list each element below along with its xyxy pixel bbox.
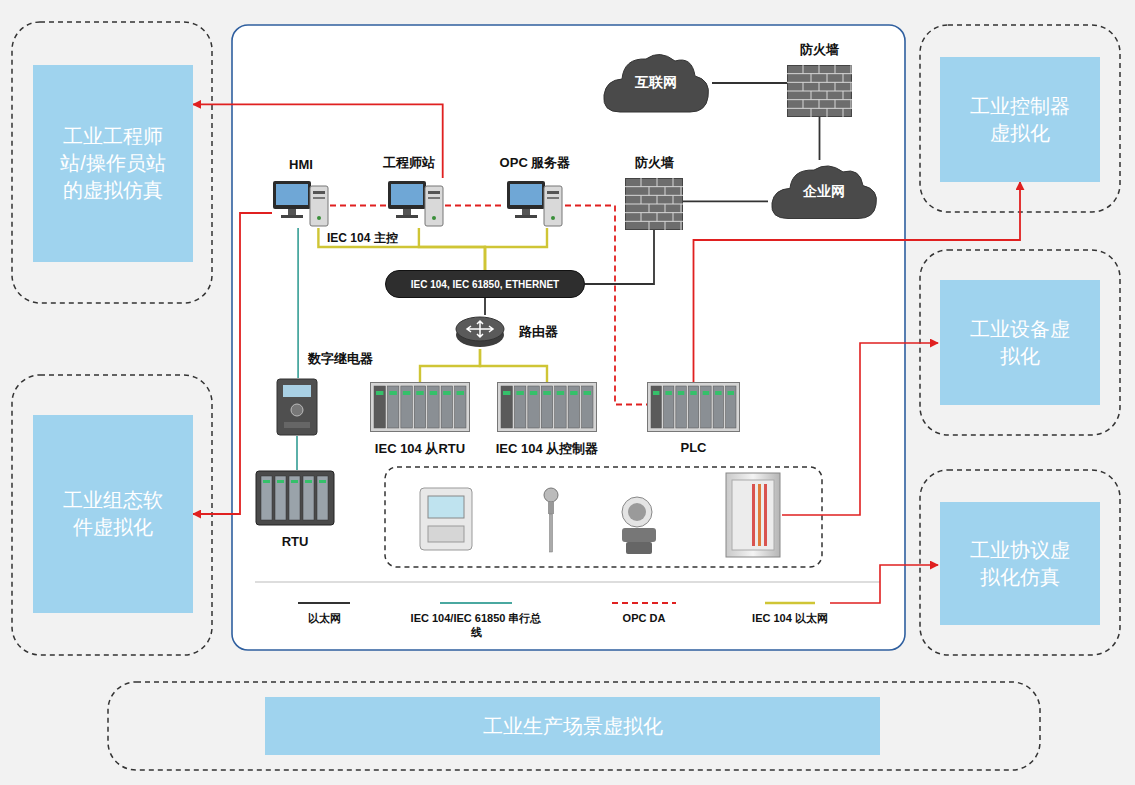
box-title: 工业协议虚拟化仿真 (962, 537, 1078, 591)
box-title: 工业控制器虚拟化 (962, 93, 1078, 147)
legend-sample (298, 602, 350, 604)
dashed-frame (12, 375, 212, 655)
virtualization-box: 工业组态软件虚拟化 (33, 415, 193, 613)
pressure-transmitter-icon (622, 497, 656, 554)
slave-rtu: IEC 104 从RTU (370, 382, 470, 432)
digital-relay: 数字继电器 (276, 378, 318, 436)
device-label: 防火墙 (800, 41, 839, 59)
virtualization-box: 工业控制器虚拟化 (940, 57, 1100, 182)
bus-role-label: IEC 104 主控 (327, 230, 398, 247)
network-panel (232, 25, 905, 650)
legend-text: IEC 104/IEC 61850 串行总线 (406, 612, 546, 640)
firewall-icon (625, 178, 683, 230)
device-label: OPC 服务器 (500, 154, 571, 172)
legend-text: OPC DA (599, 612, 689, 626)
router: 路由器 (455, 315, 505, 349)
relay-icon (276, 378, 318, 436)
network-link (330, 205, 387, 207)
rack-icon (647, 382, 740, 432)
legend-sample (765, 602, 815, 604)
rack-icon (497, 382, 597, 432)
dashed-frame (12, 22, 212, 303)
device-virtualization-arrow (782, 343, 938, 515)
virtualization-arrow (193, 104, 443, 178)
legend-text: IEC 104 以太网 (735, 612, 845, 626)
dashed-frame (920, 25, 1120, 212)
rack-icon (370, 382, 470, 432)
network-link (297, 228, 299, 378)
virtualization-arrow (193, 213, 272, 514)
rtu: RTU (255, 470, 335, 526)
firewall-icon (787, 65, 852, 117)
opc-server: OPC 服务器 (505, 178, 565, 228)
cloud-label: 互联网 (635, 74, 677, 92)
network-link (419, 228, 485, 270)
legend-sample (440, 602, 512, 604)
device-label: 数字继电器 (308, 350, 373, 368)
hmi-station: HMI (272, 178, 330, 228)
network-bus: IEC 104, IEC 61850, ETHERNET (385, 270, 585, 298)
field-device-group (385, 467, 822, 567)
network-link (484, 298, 486, 315)
dashed-frame (920, 470, 1120, 655)
legend-text: 以太网 (284, 612, 364, 626)
virtualization-box: 工业协议虚拟化仿真 (940, 502, 1100, 625)
rtu-icon (255, 470, 335, 526)
enterprise-network-cloud: 企业网 (768, 160, 880, 224)
box-title: 工业生产场景虚拟化 (483, 713, 663, 740)
device-label: 防火墙 (635, 154, 674, 172)
plc: PLC (647, 382, 740, 432)
network-link (296, 436, 298, 470)
box-title: 工业设备虚拟化 (962, 316, 1078, 370)
network-link (585, 230, 654, 284)
dashed-frame (920, 250, 1120, 435)
computer-icon (272, 178, 330, 228)
firewall: 防火墙 (787, 65, 852, 117)
network-link (819, 117, 821, 160)
virtualization-box: 工业设备虚拟化 (940, 280, 1100, 405)
network-link (712, 82, 787, 84)
router-icon (455, 315, 505, 349)
device-label: IEC 104 从RTU (375, 440, 465, 458)
computer-icon (505, 178, 565, 228)
device-label: RTU (282, 534, 309, 549)
network-link (683, 200, 768, 202)
network-link (445, 205, 505, 207)
device-label: HMI (289, 157, 313, 172)
thermocouple-icon (544, 488, 558, 552)
box-title: 工业工程师站/操作员站的虚拟仿真 (55, 123, 171, 204)
firewall: 防火墙 (625, 178, 683, 230)
computer-icon (387, 178, 445, 228)
network-link (565, 206, 647, 405)
legend-separator (255, 581, 880, 583)
bus-label: IEC 104, IEC 61850, ETHERNET (411, 279, 559, 290)
network-link (420, 349, 480, 382)
network-link (480, 349, 547, 382)
device-label: 路由器 (519, 323, 558, 341)
virtualization-box: 工业工程师站/操作员站的虚拟仿真 (33, 65, 193, 262)
device-label: PLC (681, 440, 707, 455)
internet-cloud: 互联网 (600, 48, 712, 118)
device-label: 工程师站 (383, 154, 435, 172)
network-link (485, 228, 547, 270)
control-cabinet-icon (726, 473, 780, 557)
protocol-virtualization-arrow (830, 565, 938, 603)
engineer-station: 工程师站 (387, 178, 445, 228)
legend-sample (612, 602, 676, 604)
slave-controller: IEC 104 从控制器 (497, 382, 597, 432)
box-title: 工业组态软件虚拟化 (55, 487, 171, 541)
device-label: IEC 104 从控制器 (496, 440, 599, 458)
network-link (318, 228, 485, 270)
dashed-frame (108, 682, 1040, 770)
cloud-label: 企业网 (803, 183, 845, 201)
power-meter-icon (420, 488, 472, 550)
virtualization-box: 工业生产场景虚拟化 (265, 697, 880, 755)
